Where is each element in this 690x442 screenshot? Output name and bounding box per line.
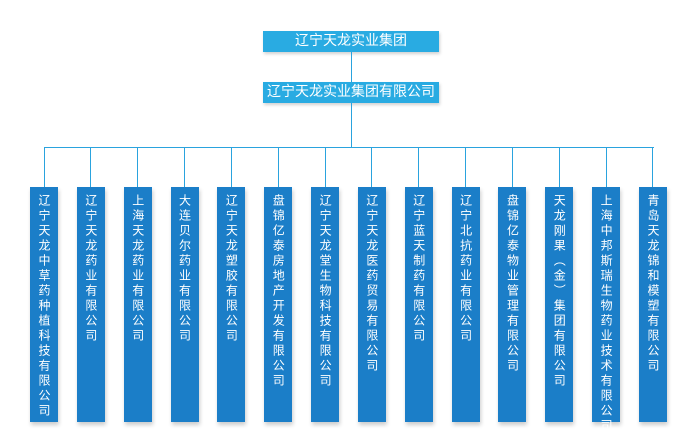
connector-stub <box>277 148 279 187</box>
connector-stub <box>465 148 467 187</box>
subsidiary-name: 辽宁天龙堂生物科技有限公司 <box>318 194 333 389</box>
subsidiary-name: 辽宁蓝天制药有限公司 <box>411 194 426 344</box>
connector-line-parent <box>351 103 352 147</box>
subsidiary-node: 天龙刚果（金）集团有限公司 <box>545 187 574 422</box>
org-column: 上海中邦斯瑞生物药业技术有限公司 <box>592 148 621 434</box>
org-column: 辽宁天龙塑胶有限公司 <box>217 148 246 422</box>
org-parent-company-node: 辽宁天龙实业集团有限公司 <box>263 82 439 103</box>
connector-stub <box>371 148 373 187</box>
subsidiary-node: 辽宁天龙堂生物科技有限公司 <box>311 187 340 422</box>
connector-line-root <box>351 52 352 82</box>
subsidiary-node: 大连贝尔药业有限公司 <box>170 187 199 422</box>
subsidiary-name: 辽宁天龙医药贸易有限公司 <box>364 194 379 374</box>
connector-stub <box>511 148 513 187</box>
subsidiary-node: 辽宁天龙中草药种植科技有限公司 <box>30 187 58 422</box>
connector-stub <box>90 148 92 187</box>
subsidiary-row: 辽宁天龙中草药种植科技有限公司 辽宁天龙药业有限公司 上海天龙药业有限公司 大连… <box>30 148 667 434</box>
connector-stub <box>324 148 326 187</box>
subsidiary-node: 辽宁蓝天制药有限公司 <box>404 187 433 422</box>
connector-stub <box>230 148 232 187</box>
subsidiary-node: 盘锦亿泰物业管理有限公司 <box>498 187 527 422</box>
connector-stub <box>605 148 607 187</box>
subsidiary-node: 辽宁北抗药业有限公司 <box>451 187 480 422</box>
subsidiary-node: 青岛天龙锦和模塑有限公司 <box>638 187 667 422</box>
subsidiary-name: 大连贝尔药业有限公司 <box>177 194 192 344</box>
connector-rail <box>44 147 654 148</box>
subsidiary-node: 上海天龙药业有限公司 <box>123 187 152 422</box>
org-column: 盘锦亿泰物业管理有限公司 <box>498 148 527 422</box>
subsidiary-name: 辽宁北抗药业有限公司 <box>458 194 473 344</box>
org-column: 上海天龙药业有限公司 <box>123 148 152 422</box>
subsidiary-node: 辽宁天龙医药贸易有限公司 <box>357 187 386 422</box>
connector-stub <box>652 148 654 187</box>
subsidiary-node: 上海中邦斯瑞生物药业技术有限公司 <box>592 187 621 434</box>
subsidiary-name: 上海天龙药业有限公司 <box>130 194 145 344</box>
org-column: 辽宁天龙医药贸易有限公司 <box>357 148 386 422</box>
org-column: 辽宁天龙堂生物科技有限公司 <box>311 148 340 422</box>
org-column: 大连贝尔药业有限公司 <box>170 148 199 422</box>
subsidiary-name: 上海中邦斯瑞生物药业技术有限公司 <box>599 194 614 434</box>
subsidiary-name: 天龙刚果（金）集团有限公司 <box>552 194 567 389</box>
subsidiary-node: 辽宁天龙药业有限公司 <box>76 187 105 422</box>
connector-stub <box>558 148 560 187</box>
org-column: 辽宁天龙药业有限公司 <box>76 148 105 422</box>
connector-stub <box>43 148 45 187</box>
connector-stub <box>184 148 186 187</box>
org-column: 青岛天龙锦和模塑有限公司 <box>638 148 667 422</box>
org-column: 辽宁北抗药业有限公司 <box>451 148 480 422</box>
subsidiary-node: 盘锦亿泰房地产开发有限公司 <box>264 187 293 422</box>
connector-stub <box>137 148 139 187</box>
subsidiary-name: 辽宁天龙塑胶有限公司 <box>224 194 239 344</box>
org-column: 盘锦亿泰房地产开发有限公司 <box>264 148 293 422</box>
org-column: 天龙刚果（金）集团有限公司 <box>545 148 574 422</box>
subsidiary-node: 辽宁天龙塑胶有限公司 <box>217 187 246 422</box>
org-column: 辽宁蓝天制药有限公司 <box>404 148 433 422</box>
connector-stub <box>418 148 420 187</box>
subsidiary-name: 青岛天龙锦和模塑有限公司 <box>645 194 660 374</box>
org-column: 辽宁天龙中草药种植科技有限公司 <box>30 148 58 422</box>
org-root-node: 辽宁天龙实业集团 <box>263 31 439 52</box>
subsidiary-name: 辽宁天龙中草药种植科技有限公司 <box>37 194 51 419</box>
subsidiary-name: 盘锦亿泰物业管理有限公司 <box>505 194 520 374</box>
subsidiary-name: 盘锦亿泰房地产开发有限公司 <box>271 194 286 389</box>
subsidiary-name: 辽宁天龙药业有限公司 <box>83 194 98 344</box>
